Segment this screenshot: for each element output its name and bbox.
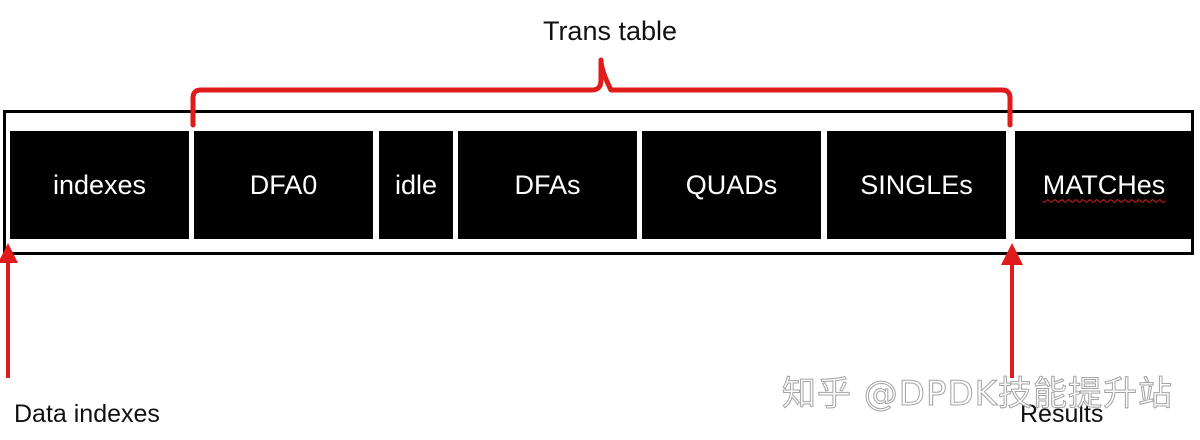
cell-dfa0: DFA0: [194, 131, 373, 239]
results-arrowhead: [1001, 243, 1023, 265]
cell-idle: idle: [379, 131, 453, 239]
cell-dfas: DFAs: [458, 131, 637, 239]
zhihu-watermark: 知乎 @DPDK技能提升站: [782, 374, 1173, 415]
data-indexes-label: Data indexes: [14, 400, 160, 428]
cell-singles: SINGLEs: [827, 131, 1006, 239]
trans-table-brace: [190, 57, 1013, 128]
cell-quads: QUADs: [642, 131, 821, 239]
cell-matches-label: MATCHes: [1042, 169, 1166, 200]
trans-table-title: Trans table: [542, 16, 678, 46]
data-indexes-arrowhead: [0, 243, 18, 263]
results-label: Results: [1020, 400, 1104, 428]
cell-indexes: indexes: [10, 131, 189, 239]
cell-matches: MATCHes: [1015, 131, 1193, 239]
